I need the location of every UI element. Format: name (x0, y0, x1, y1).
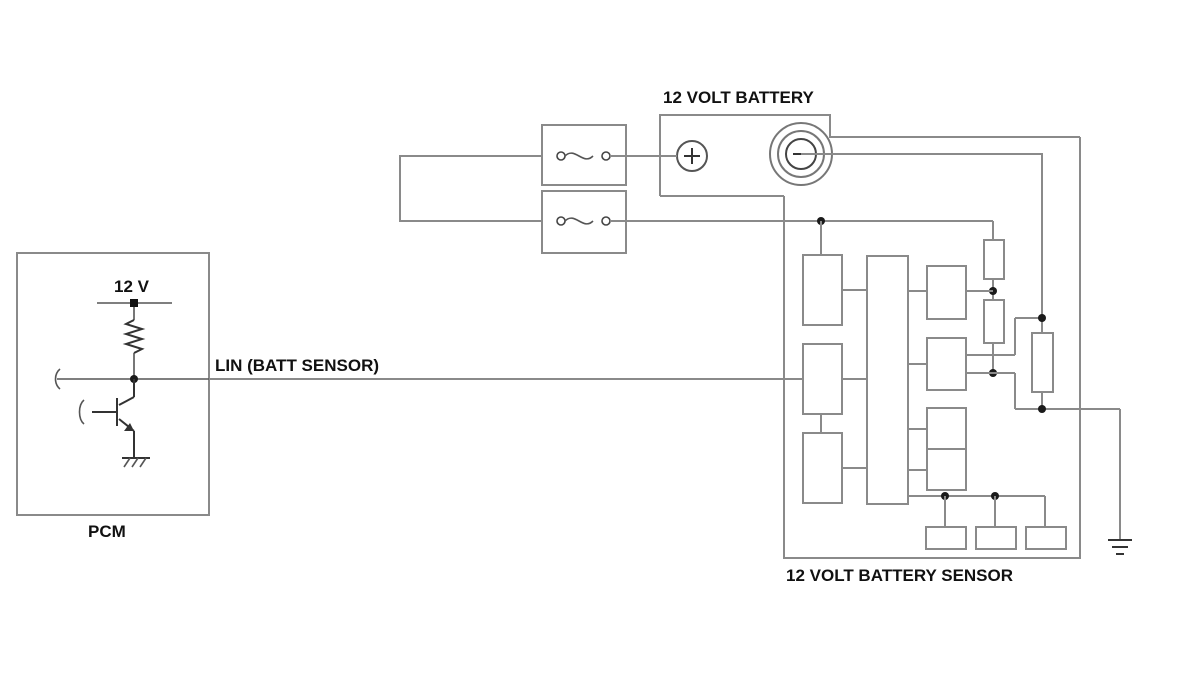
lin-label: LIN (BATT SENSOR) (215, 356, 379, 375)
wire-break-icon (54, 368, 61, 390)
battery-case (659, 114, 1080, 196)
shunt-resistor (1031, 332, 1054, 393)
sensor-cap-2 (975, 526, 1017, 550)
divider-resistor-1 (983, 239, 1005, 280)
npn-transistor-icon (78, 379, 135, 458)
resistor-icon (122, 319, 146, 354)
plus-terminal-icon (676, 140, 708, 172)
sensor-block-right-2 (926, 337, 967, 391)
sensor-cap-3 (1025, 526, 1067, 550)
battery-sensor: 12 VOLT BATTERY SENSOR (783, 137, 1120, 585)
fuse-icon (556, 216, 611, 226)
sensor-housing (783, 137, 1081, 559)
pcm-box (16, 252, 210, 516)
sensor-block-right-1 (926, 265, 967, 320)
sensor-processor (866, 255, 909, 505)
pcm-label: PCM (88, 522, 126, 541)
negative-sense-wire (801, 153, 1043, 333)
ground-icon (122, 457, 150, 468)
ground-icon (1108, 539, 1132, 555)
pcm-module: PCM 12 V (16, 252, 210, 541)
sensor-block-left-3 (802, 432, 843, 504)
fuse-bypass-wire (399, 155, 542, 222)
fuse-icon (556, 151, 611, 161)
supply-label: 12 V (114, 277, 150, 296)
sensor-block-left-1 (802, 254, 843, 326)
battery-label: 12 VOLT BATTERY (663, 88, 814, 107)
sensor-block-left-2 (802, 343, 843, 415)
sensor-cap-1 (925, 526, 967, 550)
supply-terminal (130, 299, 138, 307)
battery: 12 VOLT BATTERY (659, 88, 1080, 197)
divider-resistor-2 (983, 299, 1005, 344)
battery-sensor-label: 12 VOLT BATTERY SENSOR (786, 566, 1013, 585)
